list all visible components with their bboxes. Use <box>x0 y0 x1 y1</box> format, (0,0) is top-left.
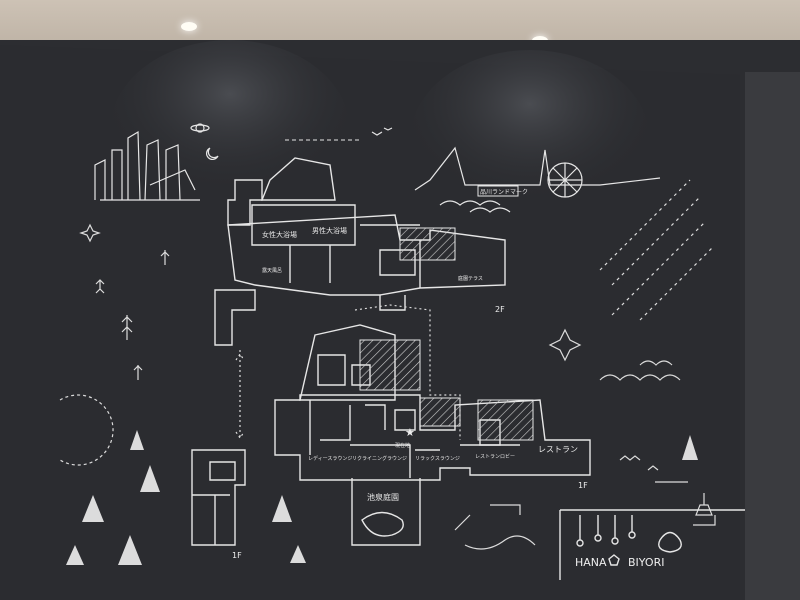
birds-icon <box>371 127 393 136</box>
skyline-sign-box <box>477 185 519 197</box>
brand-logo-right: BIYORI <box>628 556 664 569</box>
floor-label-lower: 1F <box>232 551 242 560</box>
outdoor-bath-label: 露天風呂 <box>262 268 282 274</box>
hatched-area-2f <box>399 227 456 261</box>
womens-bath-label: 女性大浴場 <box>262 230 297 239</box>
spotlight-glow-left <box>110 40 350 220</box>
decorative-plants <box>59 223 170 466</box>
planet-icon <box>195 123 205 133</box>
ladies-lounge-label: レディースラウンジ <box>308 455 352 462</box>
wall-mural: 品川ランドマーク 女性大浴場 男性大浴場 庭園テラス 露天風呂 2F <box>0 40 800 600</box>
floor-label-1f: 1F <box>578 481 588 490</box>
floor-label-2f: 2F <box>495 305 505 314</box>
brand-logo-box <box>559 509 745 580</box>
hatched-area-1f-c <box>477 399 534 441</box>
relax-lounge-label: リラックスラウンジ <box>415 455 460 462</box>
animal-icon <box>658 531 682 553</box>
right-side-wall <box>745 72 800 600</box>
spotlight-glow-right <box>410 50 650 230</box>
crescent-dashed-icon <box>59 394 114 466</box>
floor-plan-lower <box>191 449 246 546</box>
current-location-label: 現在地 <box>395 442 410 449</box>
pond-garden <box>351 478 421 546</box>
brand-logo-left: HANA <box>575 556 607 569</box>
pond-garden-label: 池泉庭園 <box>367 492 399 502</box>
reclining-lounge-label: リクライニングラウンジ <box>352 455 407 462</box>
route-dotted-lines <box>235 304 461 440</box>
harbor-skyline-drawing <box>371 127 661 213</box>
flower-logo-icon <box>608 554 620 566</box>
garden-terrace-label: 庭園テラス <box>458 275 483 282</box>
right-decorations <box>454 328 716 550</box>
hatched-area-1f-a <box>359 339 421 391</box>
restaurant-lobby-label: レストランロビー <box>475 453 515 460</box>
moon-icon <box>206 147 219 160</box>
ceiling-light-left <box>181 22 197 31</box>
current-location-star: ★ <box>405 426 415 439</box>
decorative-dashed-lines <box>599 179 713 321</box>
restaurant-label: レストラン <box>538 445 578 454</box>
mens-bath-label: 男性大浴場 <box>312 226 347 235</box>
skyline-sign-text: 品川ランドマーク <box>480 189 528 196</box>
sun-icon <box>548 328 582 362</box>
hatched-area-1f-b <box>419 397 461 427</box>
dotted-trees <box>66 430 698 565</box>
pagoda-icon <box>693 493 716 526</box>
city-skyline-drawing <box>94 123 219 201</box>
